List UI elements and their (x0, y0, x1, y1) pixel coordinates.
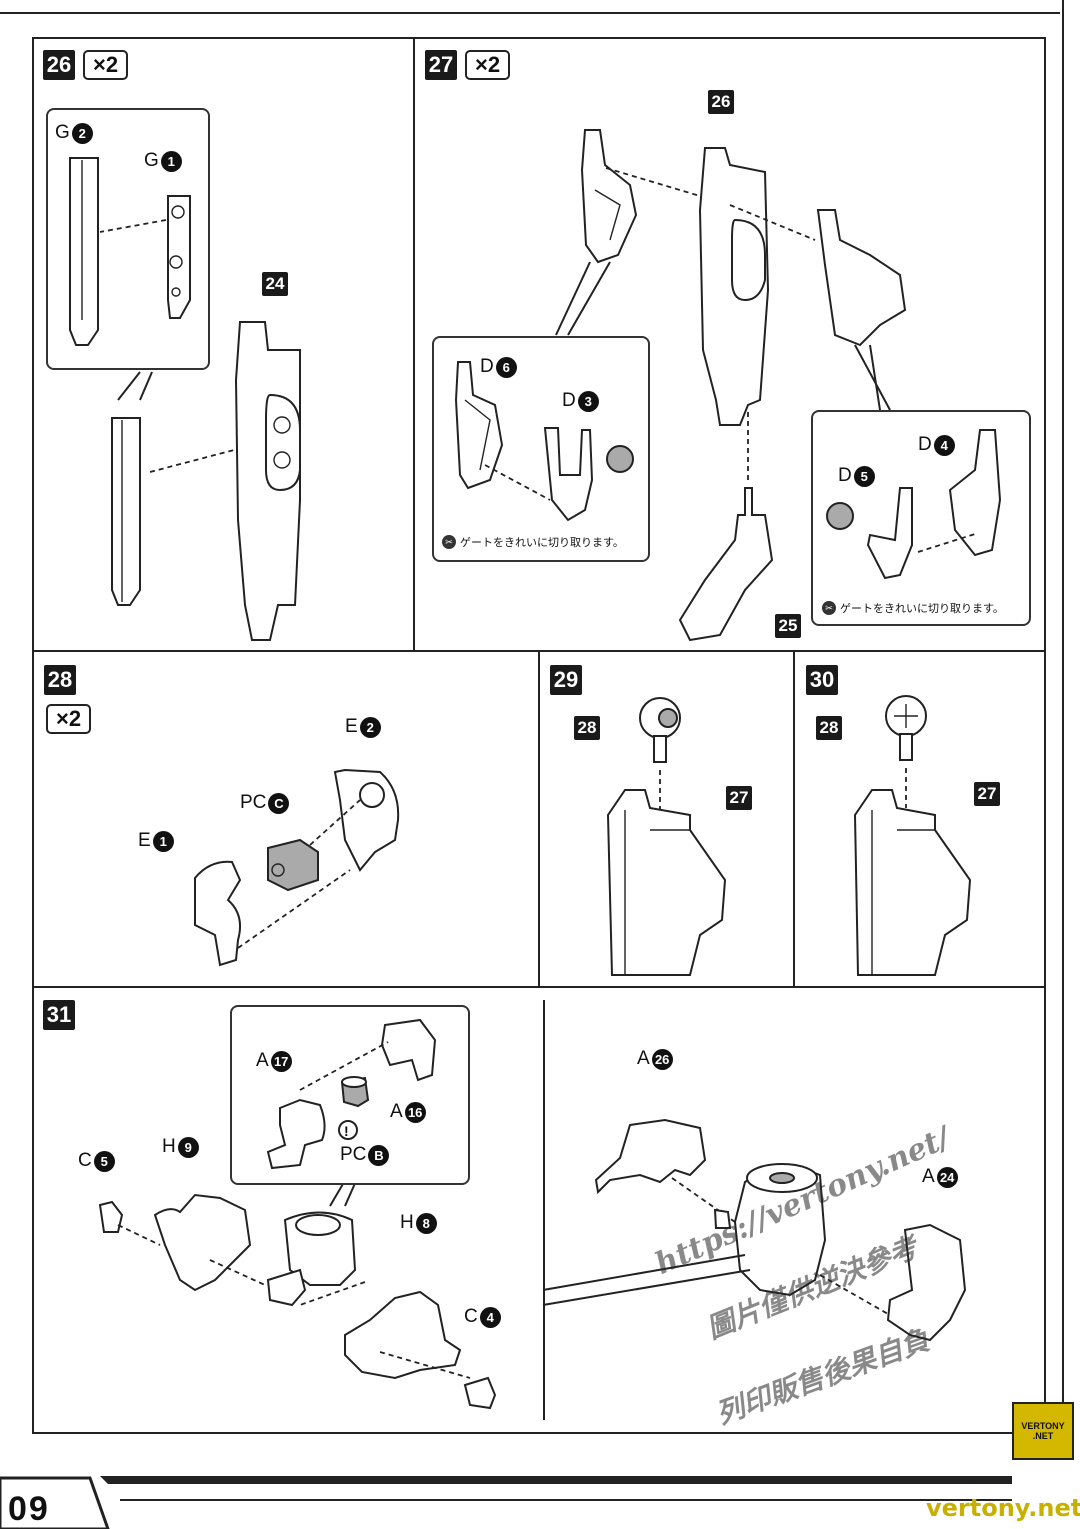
vertony-logo: VERTONY .NET (1012, 1402, 1074, 1460)
step30-art (853, 695, 972, 976)
step28-art (194, 768, 400, 967)
step-26-badge: 26 (43, 50, 75, 80)
ref-step-26: 26 (708, 90, 734, 114)
step-27-multiplier: ×2 (465, 50, 511, 80)
svg-text:!: ! (344, 1123, 349, 1139)
ref-step-28: 28 (574, 716, 600, 740)
step-31-badge: 31 (43, 1000, 75, 1030)
step27-art (555, 129, 907, 642)
cut-icon: ✂ (442, 535, 456, 549)
footer-site: vertony.net (926, 1494, 1080, 1522)
step-30-badge: 30 (806, 665, 838, 695)
divider-26-27 (413, 37, 415, 651)
ref-step-25: 25 (775, 614, 801, 638)
divider-31 (543, 1000, 545, 1420)
gate-note-right: ✂ゲートをきれいに切り取ります。 (822, 600, 1004, 616)
step-27-badge: 27 (425, 50, 457, 80)
divider-28-29 (538, 650, 540, 987)
divider-29-30 (793, 650, 795, 987)
instruction-frame (32, 37, 1046, 1434)
step31-right-art (542, 1118, 967, 1342)
step-28-badge: 28 (44, 665, 76, 695)
ref-step-28: 28 (816, 716, 842, 740)
divider-row2 (32, 986, 1046, 988)
gate-note-left: ✂ゲートをきれいに切り取ります。 (442, 534, 624, 550)
ref-step-27: 27 (974, 782, 1000, 806)
step-28-multiplier: ×2 (46, 704, 92, 734)
step-29-badge: 29 (550, 665, 582, 695)
ref-step-27: 27 (726, 786, 752, 810)
right-border (1062, 0, 1064, 1440)
step-26-multiplier: ×2 (83, 50, 129, 80)
top-border (0, 12, 1060, 14)
ref-step-24: 24 (262, 272, 288, 296)
step29-art (606, 697, 727, 976)
cut-icon: ✂ (822, 601, 836, 615)
page-number: 09 (8, 1490, 50, 1528)
